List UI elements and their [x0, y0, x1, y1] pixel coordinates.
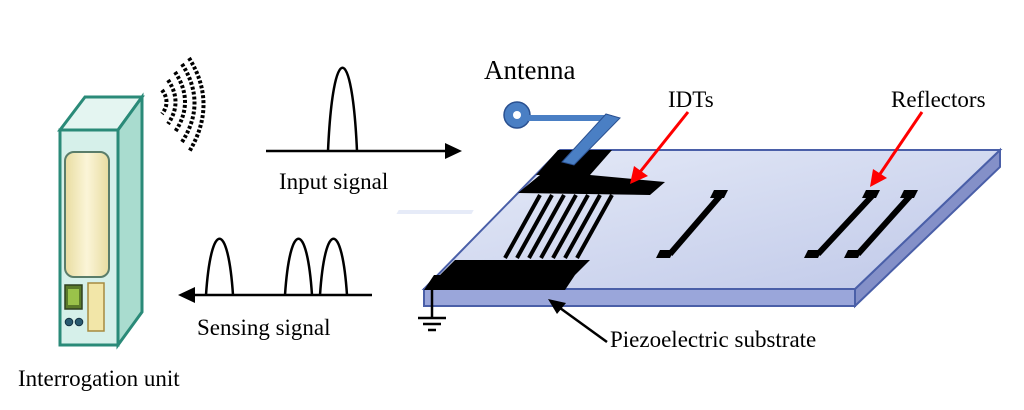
input-signal-label: Input signal — [279, 169, 389, 194]
interrogation-unit-device — [56, 92, 145, 350]
antenna-icon — [503, 101, 621, 166]
reflector-left — [656, 190, 728, 258]
reflector-right-2 — [844, 190, 918, 258]
sensing-signal-waveform — [178, 237, 372, 303]
idts-pointer-arrow — [630, 111, 690, 184]
substrate-pointer-arrow — [548, 299, 608, 344]
interrogation-unit-label: Interrogation unit — [18, 366, 180, 391]
reflector-right-1 — [804, 190, 880, 258]
antenna-label: Antenna — [484, 55, 576, 85]
sensing-signal-label: Sensing signal — [197, 315, 331, 340]
reflectors-label: Reflectors — [891, 87, 986, 112]
wireless-waves-icon — [160, 56, 206, 154]
piezoelectric-substrate-label: Piezoelectric substrate — [610, 327, 817, 352]
reflectors-pointer-arrow — [870, 111, 924, 187]
idt-electrodes — [396, 150, 665, 290]
input-signal-waveform — [266, 66, 462, 159]
idts-label: IDTs — [668, 87, 714, 112]
ground-symbol-icon — [418, 290, 446, 332]
